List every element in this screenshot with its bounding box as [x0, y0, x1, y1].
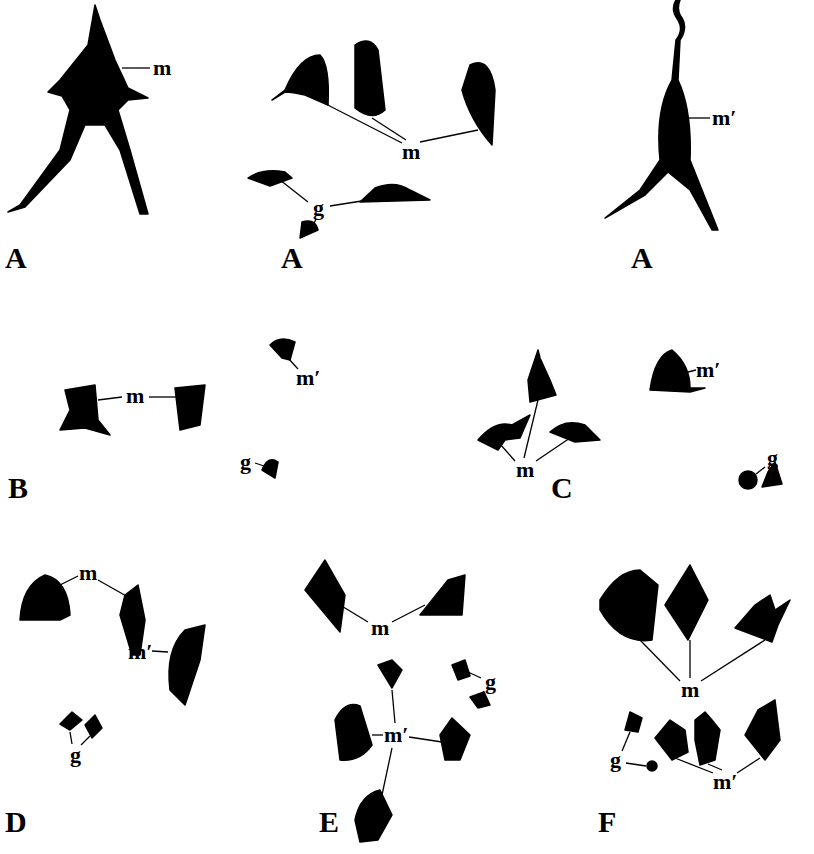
panel-letter: A — [5, 243, 27, 273]
neuron-cell — [550, 423, 600, 442]
cell-label: g — [767, 447, 778, 469]
cell-label: m′ — [696, 359, 721, 381]
neuron-cell — [305, 560, 345, 632]
neuron-cell — [8, 5, 148, 214]
panel-letter: D — [5, 807, 27, 837]
cell-label: m′ — [128, 641, 153, 663]
cell-label: m′ — [384, 724, 409, 746]
panel-letter: A — [631, 243, 653, 273]
neuron-cell — [420, 575, 465, 615]
cell-label: m′ — [712, 107, 737, 129]
neuron-cell — [600, 570, 658, 641]
neuron-cell — [355, 41, 385, 116]
cell-label: m — [402, 141, 420, 163]
glia-cell — [452, 660, 470, 680]
cell-label: m — [126, 385, 144, 407]
panel-letter: A — [281, 243, 303, 273]
cell-label: m′ — [713, 771, 738, 793]
glia-cell — [739, 471, 757, 489]
cell-label: g — [240, 451, 251, 473]
panel-letter: F — [598, 807, 616, 837]
glia-cell — [470, 692, 490, 708]
cell-label: m — [681, 679, 699, 701]
glia-cell — [300, 221, 318, 238]
neuron-cell — [605, 0, 718, 230]
leader-lines — [60, 68, 777, 795]
neuron-cell — [270, 339, 295, 360]
neuron-cell — [60, 385, 110, 435]
cell-label: g — [610, 749, 621, 771]
neuron-cell — [665, 565, 708, 640]
glia-cell — [360, 184, 430, 202]
neuron-cell — [655, 720, 688, 760]
cell-label: g — [485, 671, 496, 693]
neuron-cell — [735, 595, 790, 642]
neuron-cell — [335, 705, 372, 761]
panel-letter: C — [551, 473, 573, 503]
neuron-cell — [378, 660, 402, 688]
neuron-cell — [528, 350, 556, 402]
glia-cell — [60, 712, 82, 730]
cell-label: m′ — [296, 367, 321, 389]
cell-label: m — [79, 562, 97, 584]
cell-label: g — [70, 744, 81, 766]
cell-label: m — [153, 57, 171, 79]
panel-letter: B — [8, 473, 28, 503]
glia-cell — [262, 460, 278, 478]
glia-cell — [625, 712, 642, 732]
neuron-cell — [478, 415, 530, 450]
glia-cell — [647, 761, 657, 771]
panel-letter: E — [319, 807, 339, 837]
neuron-cell — [745, 700, 780, 760]
neuron-cell — [20, 575, 70, 620]
glia-cell — [85, 715, 102, 738]
cell-label: m — [516, 459, 534, 481]
neuron-cell — [695, 712, 720, 765]
neuron-cell — [440, 718, 470, 760]
neuron-cell — [175, 385, 205, 430]
cell-label: g — [313, 197, 324, 219]
neuron-cell — [272, 55, 328, 105]
neuron-cell — [355, 790, 392, 842]
cell-label: m — [371, 617, 389, 639]
neuron-cell — [169, 625, 205, 705]
